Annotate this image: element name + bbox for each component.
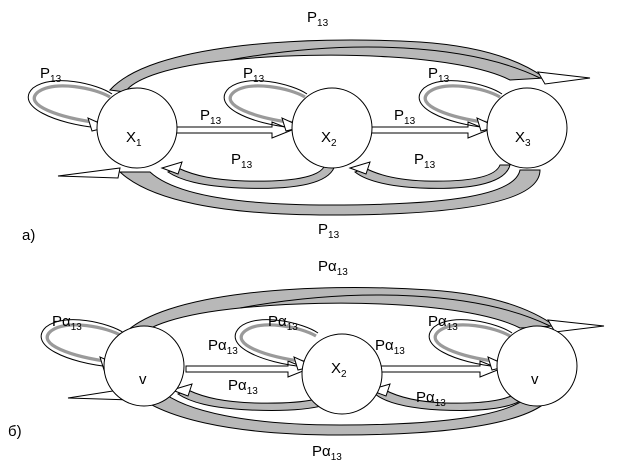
- a-node-x3: [486, 87, 568, 169]
- a-node-x3-label: X3: [515, 129, 531, 149]
- a-label-top-outer: P13: [307, 9, 329, 29]
- b-label-bottom-outer: Pα13: [312, 443, 342, 463]
- a-label-loop-x2: P13: [243, 65, 265, 85]
- a-label-x2-to-x3: P13: [394, 107, 416, 127]
- b-top-outer-thin: [239, 294, 604, 327]
- diagram-a: X1 X2 X3 P13 P13 P13 P13 P13 P13 P13 P13…: [22, 9, 591, 244]
- diagram-b: v X2 v Pα13 Pα13 Pα13 Pα13 Pα13 Pα13 Pα1…: [8, 258, 605, 463]
- b-label-x3-to-x2: Pα13: [416, 389, 446, 409]
- b-panel-label: б): [8, 423, 22, 440]
- a-node-x1: [96, 87, 178, 169]
- a-x3-to-x2-band: [354, 164, 511, 189]
- b-label-x2-to-x3: Pα13: [375, 337, 405, 357]
- b-label-loop-x2: Pα13: [268, 313, 298, 333]
- a-label-x1-to-x2: P13: [200, 107, 222, 127]
- b-label-top-outer: Pα13: [318, 258, 348, 278]
- a-node-x1-label: X1: [126, 129, 142, 149]
- a-x1-to-x2-arrow: [171, 121, 294, 139]
- a-bottom-outer-band: [118, 169, 541, 216]
- a-x2-to-x1-arrowhead: [160, 161, 183, 175]
- a-label-x2-to-x1: P13: [231, 151, 253, 171]
- b-node-x1-label: v: [139, 371, 147, 388]
- b-node-x3-label: v: [531, 371, 539, 388]
- b-top-outer-band: [121, 286, 557, 341]
- b-label-x2-to-x1: Pα13: [228, 377, 258, 397]
- b-node-x1: [103, 325, 185, 407]
- a-x2-to-x3-arrow: [366, 121, 490, 139]
- b-x2-to-x3-arrow: [379, 360, 502, 378]
- a-top-outer-arrowhead: [537, 71, 591, 85]
- b-label-loop-x3: Pα13: [428, 313, 458, 333]
- a-top-outer-thin: [229, 46, 590, 79]
- b-x2-to-x1-arrowhead: [170, 383, 193, 397]
- a-label-loop-x3: P13: [428, 65, 450, 85]
- b-label-x1-to-x2: Pα13: [208, 337, 238, 357]
- a-label-x3-to-x2: P13: [414, 151, 436, 171]
- b-top-outer-arrowhead: [547, 319, 605, 333]
- a-node-x2: [291, 87, 373, 169]
- b-x1-to-x2-arrow: [185, 360, 310, 378]
- a-node-x2-label: X2: [321, 129, 337, 149]
- a-label-loop-x1: P13: [40, 65, 62, 85]
- a-x3-to-x2-arrowhead: [348, 161, 371, 175]
- b-node-x3: [496, 325, 578, 407]
- b-label-loop-x1: Pα13: [52, 313, 82, 333]
- a-label-bottom-outer: P13: [318, 221, 340, 241]
- a-panel-label: а): [22, 227, 35, 244]
- b-node-x2: [301, 333, 383, 415]
- b-node-x2-label: X2: [331, 360, 347, 380]
- a-bottom-outer-arrowhead: [57, 167, 121, 179]
